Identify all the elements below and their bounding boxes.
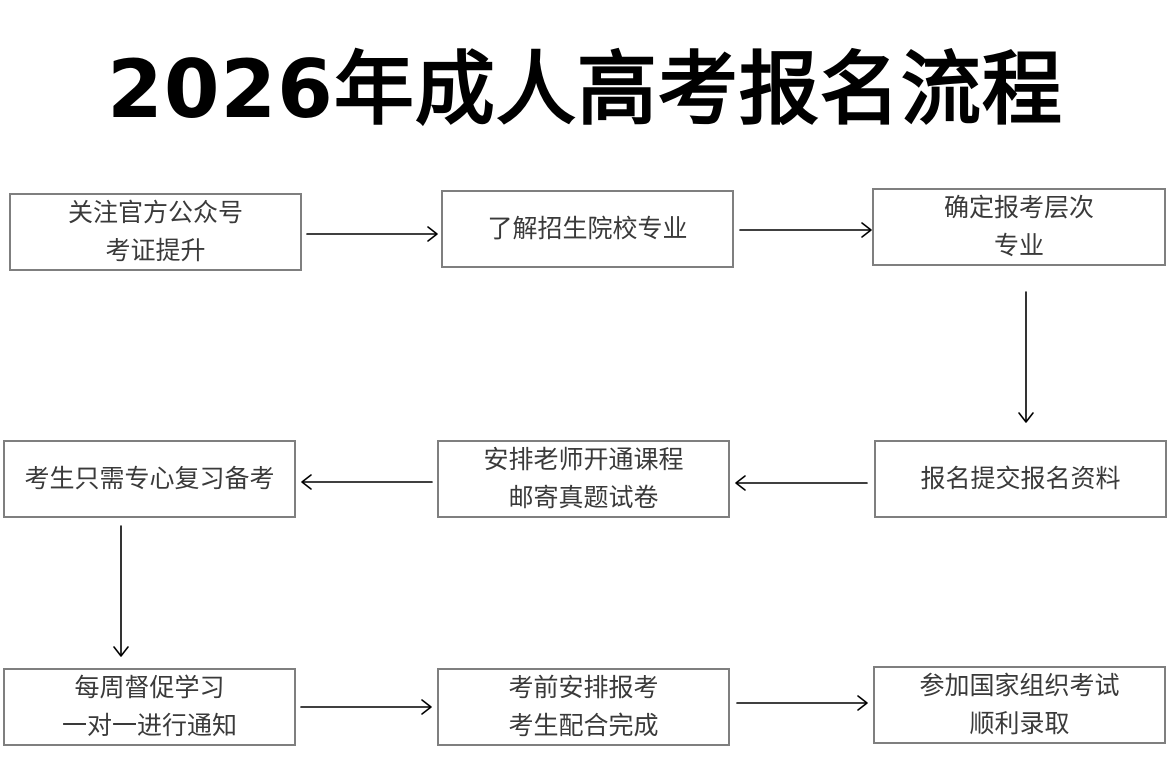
step-label-line1: 考前安排报考	[508, 673, 659, 702]
step-label-line2: 顺利录取	[969, 709, 1070, 738]
step-label-line1: 关注官方公众号	[67, 198, 243, 227]
arrow-right-icon	[300, 699, 432, 715]
step-label-line2: 一对一进行通知	[61, 711, 237, 740]
step-label-line1: 考生只需专心复习备考	[24, 464, 275, 493]
step-open-courses-mail-papers: 安排老师开通课程 邮寄真题试卷	[437, 440, 730, 518]
arrow-down-icon	[113, 525, 129, 657]
step-label-line1: 确定报考层次	[943, 193, 1094, 222]
arrow-left-icon	[735, 475, 868, 491]
arrow-right-icon	[306, 226, 438, 242]
step-learn-schools-majors: 了解招生院校专业	[441, 190, 734, 268]
step-determine-level-major: 确定报考层次 专业	[872, 188, 1166, 266]
step-focus-on-review: 考生只需专心复习备考	[3, 440, 296, 518]
step-label-line2: 考生配合完成	[508, 711, 659, 740]
step-label-line2: 专业	[993, 231, 1044, 260]
step-label-line2: 邮寄真题试卷	[508, 483, 659, 512]
step-label-line1: 每周督促学习	[74, 673, 225, 702]
page-title: 2026年成人高考报名流程	[107, 43, 1063, 136]
arrow-left-icon	[301, 474, 433, 490]
step-pre-exam-registration: 考前安排报考 考生配合完成	[437, 668, 730, 746]
arrow-right-icon	[736, 695, 868, 711]
step-follow-official-account: 关注官方公众号 考证提升	[9, 193, 302, 271]
step-label-line1: 报名提交报名资料	[920, 464, 1121, 493]
arrow-down-icon	[1018, 291, 1034, 423]
step-take-national-exam: 参加国家组织考试 顺利录取	[873, 666, 1166, 744]
step-submit-registration: 报名提交报名资料	[874, 440, 1167, 518]
step-label-line1: 参加国家组织考试	[919, 671, 1120, 700]
step-label-line1: 了解招生院校专业	[487, 214, 688, 243]
arrow-right-icon	[739, 222, 872, 238]
step-label-line1: 安排老师开通课程	[483, 445, 684, 474]
step-weekly-supervision: 每周督促学习 一对一进行通知	[3, 668, 296, 746]
step-label-line2: 考证提升	[105, 236, 206, 265]
